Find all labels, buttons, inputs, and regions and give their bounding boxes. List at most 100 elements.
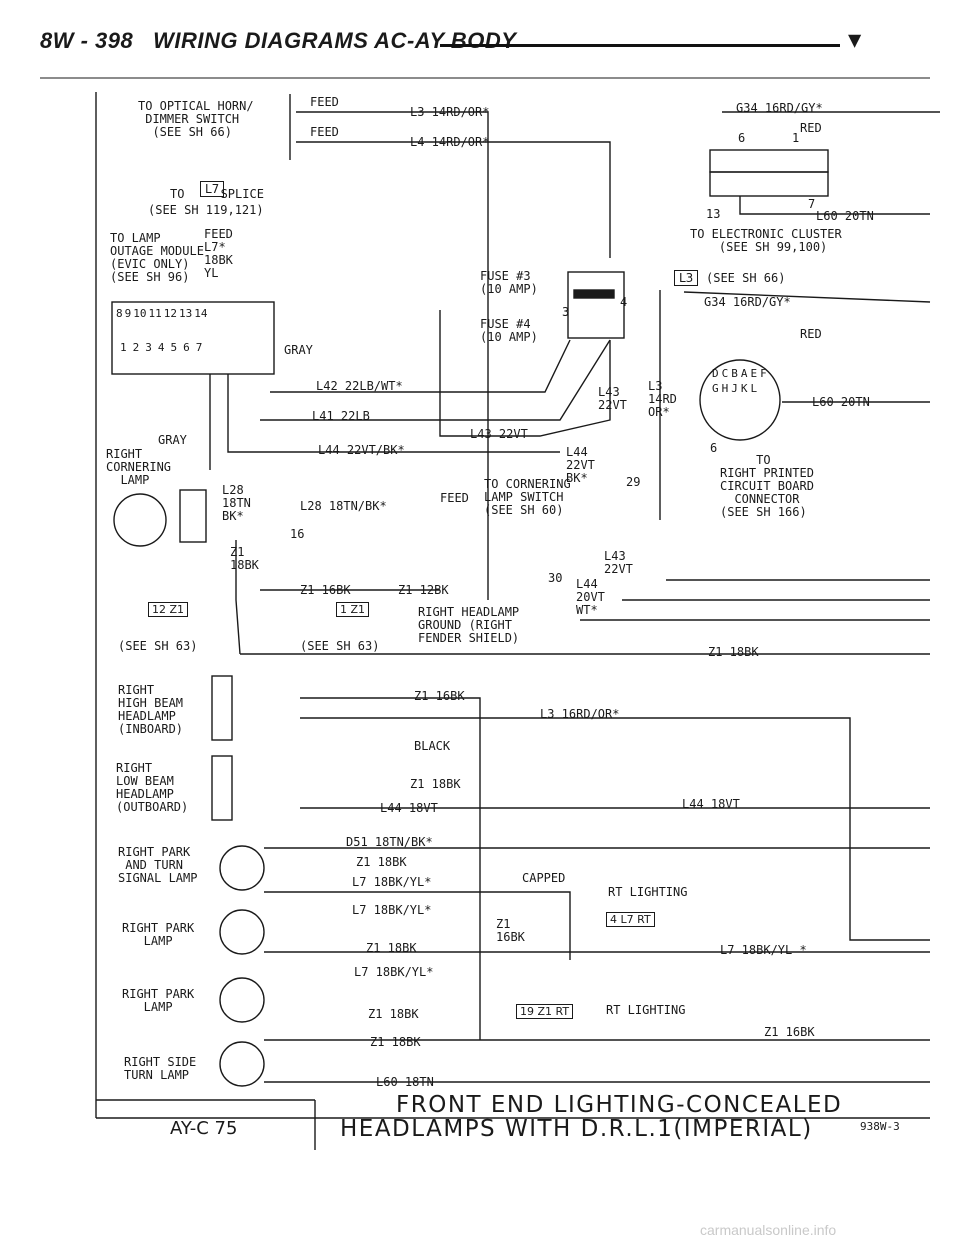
label-d51: D51 18TN/BK* (346, 835, 433, 849)
label-l44-18vt-b: L44 18VT (682, 797, 740, 811)
wire-z1-down (235, 540, 241, 655)
label-pin-6b: 6 (710, 441, 718, 455)
label-l7-a: L7 18BK/YL* (352, 875, 432, 889)
label-rt-lighting-b: RT LIGHTING (606, 1003, 686, 1017)
l7-ref-badge: L7 (200, 181, 225, 197)
label-right-side: RIGHT SIDE TURN LAMP (124, 1055, 197, 1082)
rt4-num: 4 (610, 913, 617, 926)
label-pin-13: 13 (706, 207, 721, 221)
label-l60-mid: L60 20TN (812, 395, 870, 409)
label-g34-mid: G34 16RD/GY* (704, 295, 791, 309)
wire-l3-top (296, 111, 489, 600)
label-l44-18vt-a: L44 18VT (380, 801, 438, 815)
label-l3-14rd: L3 14RD OR* (648, 379, 677, 419)
pin-12: 12 (163, 307, 177, 320)
z1-12-num: 12 (152, 603, 166, 616)
label-z1-16bk-a: Z1 16BK (300, 583, 351, 597)
z1-1-num: 1 (340, 603, 347, 616)
pin-14: 14 (194, 307, 208, 320)
pin-5: 5 (170, 341, 178, 354)
park-lamp-a-body (219, 909, 265, 955)
wire-l43 (439, 310, 611, 437)
pin-3: 3 (145, 341, 152, 354)
label-right-low: RIGHT LOW BEAM HEADLAMP (OUTBOARD) (116, 761, 189, 814)
label-pin-6: 6 (738, 131, 746, 145)
label-l28-b: L28 18TN/BK* (300, 499, 387, 513)
rt19-code: Z1 (537, 1005, 553, 1018)
wire-l42 (270, 339, 571, 393)
label-to-corner-sw: TO CORNERING LAMP SWITCH (SEE SH 60) (484, 477, 571, 517)
round-pin-h: H (721, 382, 729, 395)
page-header: 8W - 398 WIRING DIAGRAMS AC-AY BODY (40, 28, 516, 54)
z1-1-badge: 1 Z1 (336, 602, 370, 617)
pin-10: 10 (133, 307, 147, 320)
rt19-num: 19 (520, 1005, 534, 1018)
z1-12-badge: 12 Z1 (148, 602, 189, 617)
wire-g34-mid (683, 291, 931, 303)
label-l3-sh66: (SEE SH 66) (706, 271, 786, 285)
label-right-high: RIGHT HIGH BEAM HEADLAMP (INBOARD) (118, 683, 184, 736)
wire-l41 (260, 339, 611, 421)
label-z1-18bk-b: Z1 18BK (708, 645, 759, 659)
label-l44-22vt: L44 22VT/BK* (318, 443, 405, 457)
label-see-sh63-b: (SEE SH 63) (300, 639, 380, 653)
label-l42: L42 22LB/WT* (316, 379, 403, 393)
label-z1-16bk-c: Z1 16BK (496, 917, 525, 944)
fuse-3-4 (573, 289, 615, 299)
round-pin-e: E (750, 367, 758, 380)
label-l7-splice: TO SPLICE (170, 187, 264, 201)
round-connector-pins: D C B A E F G H J K L (712, 368, 772, 395)
label-gray-conn: GRAY (284, 343, 313, 357)
label-l44-22vt-bk: L44 22VT BK* (566, 445, 595, 485)
label-right-park-turn: RIGHT PARK AND TURN SIGNAL LAMP (118, 845, 198, 885)
label-l43-a: L43 22VT (470, 427, 528, 441)
connector-pins-top: 8 9 10 11 12 13 14 (116, 308, 208, 320)
label-z1-18bk-d: Z1 18BK (356, 855, 407, 869)
label-to-cluster: TO ELECTRONIC CLUSTER (SEE SH 99,100) (690, 227, 842, 254)
label-capped: CAPPED (522, 871, 566, 885)
label-l3-top: L3 14RD/OR* (410, 105, 490, 119)
header-rule (440, 44, 840, 47)
label-right-cornering: RIGHT CORNERING LAMP (106, 447, 172, 487)
pin-9: 9 (124, 307, 132, 320)
label-g34-top: G34 16RD/GY* (736, 101, 823, 115)
low-beam-lamp-body (211, 755, 233, 821)
label-fuse-4: FUSE #4 (10 AMP) (480, 317, 538, 344)
park-turn-lamp-body (219, 845, 265, 891)
label-red-top: RED (800, 121, 822, 135)
connector-pins-bottom: 1 2 3 4 5 6 7 (120, 342, 202, 354)
pin-11: 11 (148, 307, 162, 320)
label-fuse-pin-4: 4 (620, 295, 628, 309)
label-fuse-3: FUSE #3 (10 AMP) (480, 269, 538, 296)
label-l28: L28 18TN BK* (222, 483, 251, 523)
z1-1-code: Z1 (350, 603, 366, 616)
label-feed-2: FEED (310, 125, 339, 139)
label-l3-16rd: L3 16RD/OR* (540, 707, 620, 721)
wire-l7-a (264, 891, 571, 960)
label-z1-18bk-e: Z1 18BK (366, 941, 417, 955)
label-l43-b: L43 22VT (598, 385, 627, 412)
label-pin-30: 30 (548, 571, 563, 585)
label-z1-16bk-b: Z1 16BK (414, 689, 465, 703)
round-pin-k: K (740, 382, 748, 395)
rt4-code: L7 (620, 913, 634, 926)
watermark-text: carmanualsonline.info (700, 1222, 837, 1238)
label-z1-18bk-f: Z1 18BK (368, 1007, 419, 1021)
label-pin-7: 7 (808, 197, 816, 211)
diagram-code: 938W-3 (860, 1120, 900, 1133)
round-pin-d: D (712, 367, 719, 380)
rt4-badge: 4 L7 RT (606, 912, 655, 927)
label-z1-12bk: Z1 12BK (398, 583, 449, 597)
wire-l4-top (296, 141, 611, 258)
label-black: BLACK (414, 739, 451, 753)
round-pin-g: G (712, 382, 719, 395)
round-pin-b: B (731, 367, 738, 380)
model-code: AY-C 75 (170, 1118, 238, 1139)
round-pin-c: C (721, 367, 729, 380)
label-z1-18bk-a: Z1 18BK (230, 545, 259, 572)
diagram-title-line1: FRONT END LIGHTING-CONCEALED (396, 1092, 843, 1118)
label-l60-top: L60 20TN (816, 209, 874, 223)
page-number: 8W - 398 (40, 28, 134, 53)
label-feed-l7: FEED L7* 18BK YL (204, 227, 233, 280)
